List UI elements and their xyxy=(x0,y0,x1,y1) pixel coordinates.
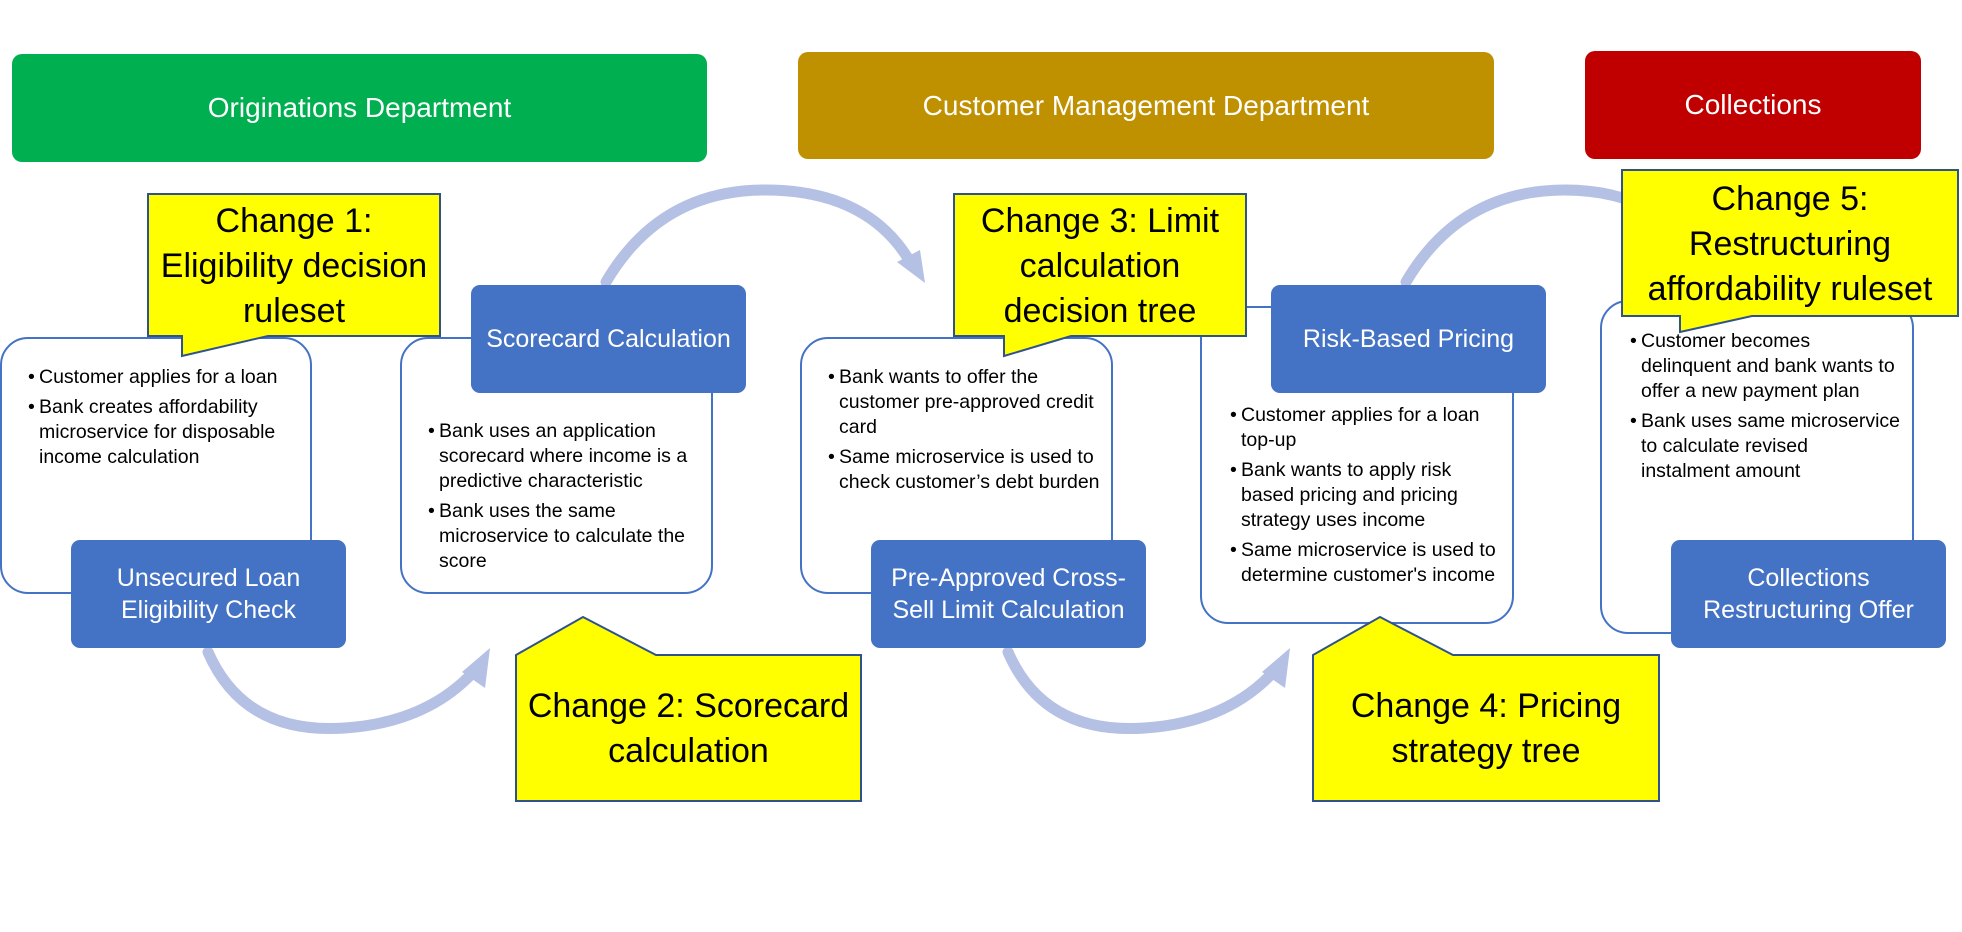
change-2-callout-shape xyxy=(515,615,862,802)
change-4-label: Change 4: Pricing strategy tree xyxy=(1350,687,1622,770)
step-2-bullet-2: Bank uses the same microservice to calcu… xyxy=(428,499,697,574)
step-1-bullet-1: Customer applies for a loan xyxy=(28,365,300,390)
step-2-bullets: Bank uses an application scorecard where… xyxy=(428,419,697,574)
step-5-bullets: Customer becomes delinquent and bank wan… xyxy=(1630,329,1902,484)
change-3-callout-shape xyxy=(953,193,1247,358)
step-3-preapproved-limit: Pre-Approved Cross-Sell Limit Calculatio… xyxy=(871,540,1146,648)
step-4-risk-based-pricing: Risk-Based Pricing xyxy=(1271,285,1546,393)
change-1-label: Change 1: Eligibility decision ruleset xyxy=(160,201,428,330)
step-3-bullets: Bank wants to offer the customer pre-app… xyxy=(828,365,1101,495)
step-4-bullet-1: Customer applies for a loan top-up xyxy=(1230,403,1498,453)
step-1-bullets: Customer applies for a loan Bank creates… xyxy=(28,365,300,470)
change-1-callout-shape xyxy=(147,193,441,358)
step-4-bullets: Customer applies for a loan top-up Bank … xyxy=(1230,403,1498,588)
change-2-label: Change 2: Scorecard calculation xyxy=(527,687,850,770)
flow-arrow-3-4 xyxy=(1002,646,1283,735)
step-5-collections-restructuring: Collections Restructuring Offer xyxy=(1671,540,1946,648)
step-1-bullet-2: Bank creates affordability microservice … xyxy=(28,395,300,470)
dept-customer-management: Customer Management Department xyxy=(798,52,1494,159)
change-5-callout-shape xyxy=(1621,169,1959,334)
step-1-unsecured-loan-eligibility: Unsecured Loan Eligibility Check xyxy=(71,540,346,648)
dept-originations: Originations Department xyxy=(12,54,707,162)
step-4-bullet-3: Same microservice is used to determine c… xyxy=(1230,538,1498,588)
step-3-bullet-1: Bank wants to offer the customer pre-app… xyxy=(828,365,1101,440)
flow-arrow-1-2 xyxy=(202,646,483,735)
step-5-bullet-2: Bank uses same microservice to calculate… xyxy=(1630,409,1902,484)
change-4-callout-shape xyxy=(1312,615,1660,802)
step-2-bullet-1: Bank uses an application scorecard where… xyxy=(428,419,697,494)
dept-collections: Collections xyxy=(1585,51,1921,159)
flow-arrow-2-3 xyxy=(600,184,918,288)
step-4-bullet-2: Bank wants to apply risk based pricing a… xyxy=(1230,458,1498,533)
step-5-detail-card: Customer becomes delinquent and bank wan… xyxy=(1600,300,1914,634)
change-5-label: Change 5: Restructuring affordability ru… xyxy=(1647,179,1933,308)
step-5-bullet-1: Customer becomes delinquent and bank wan… xyxy=(1630,329,1902,404)
step-3-bullet-2: Same microservice is used to check custo… xyxy=(828,445,1101,495)
arrowhead-3-4 xyxy=(1262,648,1290,688)
arrowhead-1-2 xyxy=(462,648,490,688)
step-2-scorecard-calculation: Scorecard Calculation xyxy=(471,285,746,393)
arrowhead-2-3 xyxy=(897,250,925,283)
change-3-label: Change 3: Limit calculation decision tre… xyxy=(980,201,1220,330)
